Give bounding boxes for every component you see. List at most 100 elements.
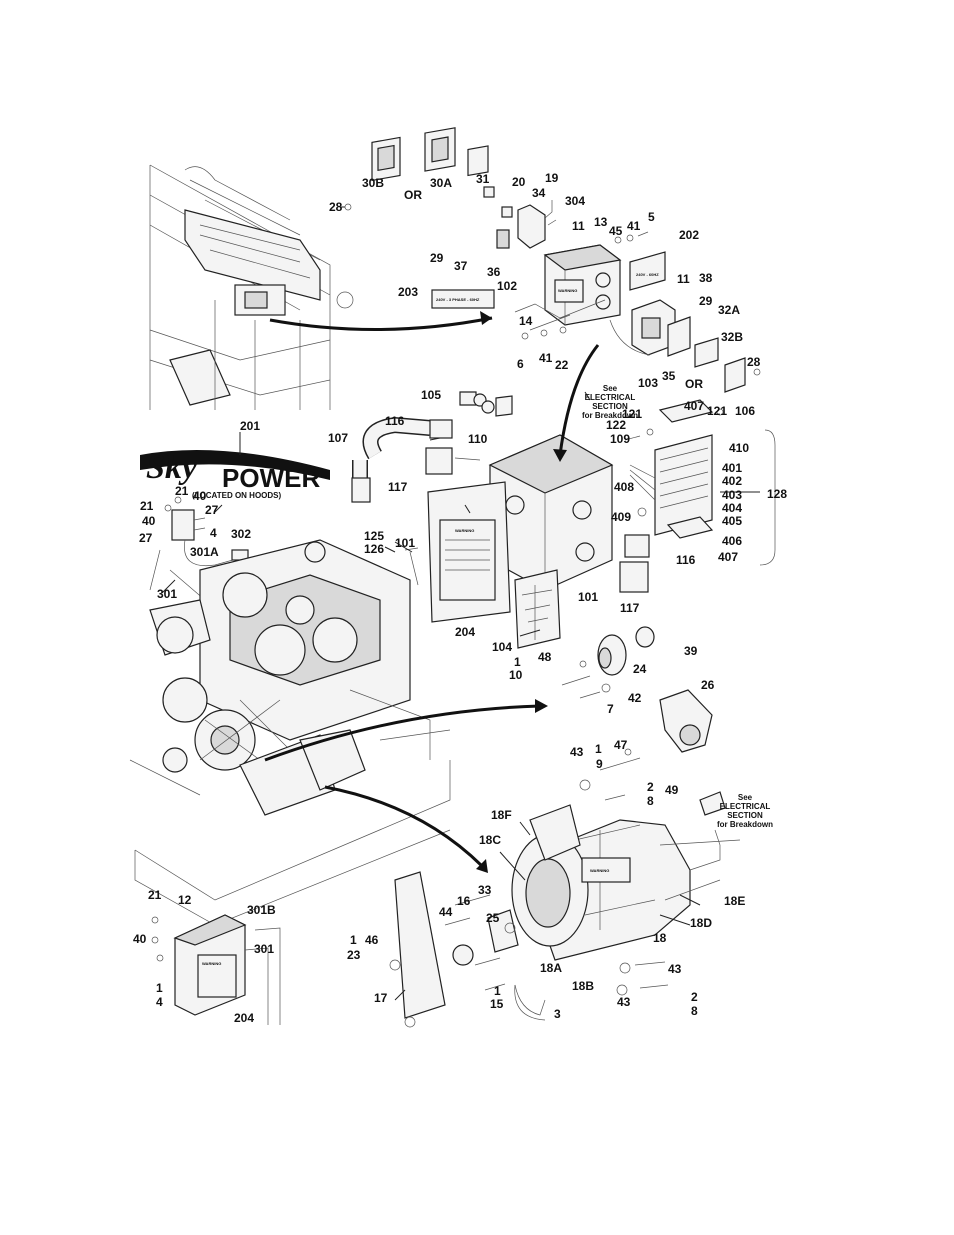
callout: 301 xyxy=(157,587,177,601)
callout: 23 xyxy=(347,948,361,962)
callout: 3 xyxy=(554,1007,561,1021)
callout: 101 xyxy=(395,536,415,550)
callout: 109 xyxy=(610,432,630,446)
callout: 21 xyxy=(148,888,162,902)
callout: 403 xyxy=(722,488,742,502)
callout: 40 xyxy=(193,489,207,503)
pulley-parts xyxy=(561,626,713,801)
callout: 407 xyxy=(684,399,704,413)
callout: 407 xyxy=(718,550,738,564)
callout: 14 xyxy=(519,314,533,328)
callout: 40 xyxy=(142,514,156,528)
svg-text:Sky: Sky xyxy=(146,449,198,486)
callout: 301 xyxy=(254,942,274,956)
callout: 4 xyxy=(210,526,217,540)
svg-text:See: See xyxy=(603,384,618,393)
junction-box-11-13: WARNING 240V - 60HZ xyxy=(514,231,761,393)
svg-text:240V - 3 PHASE - 60HZ: 240V - 3 PHASE - 60HZ xyxy=(436,297,480,302)
callout: 6 xyxy=(517,357,524,371)
callout: 27 xyxy=(205,503,219,517)
callout: 202 xyxy=(679,228,699,242)
switch-parts-top: 240V - 3 PHASE - 60HZ xyxy=(344,127,557,309)
callout: 128 xyxy=(767,487,787,501)
callout: 18A xyxy=(540,961,562,975)
callout: 104 xyxy=(492,640,512,654)
callout: 12 xyxy=(178,893,192,907)
callout: 1 xyxy=(156,981,163,995)
callout: 28 xyxy=(329,200,343,214)
callout: 204 xyxy=(234,1011,254,1025)
callout: 19 xyxy=(545,171,559,185)
leader-lines xyxy=(161,206,760,1001)
callout: 304 xyxy=(565,194,585,208)
callout: 107 xyxy=(328,431,348,445)
callout: 4 xyxy=(156,995,163,1009)
callout: 41 xyxy=(539,351,553,365)
svg-text:240V - 60HZ: 240V - 60HZ xyxy=(636,272,659,277)
callout: 302 xyxy=(231,527,251,541)
callout: 28 xyxy=(747,355,761,369)
callout: 204 xyxy=(455,625,475,639)
callout: 43 xyxy=(570,745,584,759)
svg-text:WARNING: WARNING xyxy=(202,961,221,966)
generator-18: WARNING xyxy=(389,791,741,1028)
svg-text:TM: TM xyxy=(321,474,327,479)
hoods-note: (LOCATED ON HOODS) xyxy=(192,491,282,500)
callout: 20 xyxy=(512,175,526,189)
terminal-block-128 xyxy=(624,399,776,566)
callout: 122 xyxy=(606,418,626,432)
conduit-107 xyxy=(351,416,650,593)
callout: 35 xyxy=(662,369,676,383)
callout: 43 xyxy=(668,962,682,976)
callout: 405 xyxy=(722,514,742,528)
callout: 43 xyxy=(617,995,631,1009)
callout: 37 xyxy=(454,259,468,273)
electrical-box-101: WARNING xyxy=(404,344,614,649)
callout: 406 xyxy=(722,534,742,548)
callout: 106 xyxy=(735,404,755,418)
callout: 408 xyxy=(614,480,634,494)
svg-text:for Breakdown: for Breakdown xyxy=(717,820,773,829)
callout: 1 xyxy=(494,984,501,998)
callout: 117 xyxy=(388,480,408,494)
callout: 16 xyxy=(457,894,471,908)
callout: 2 xyxy=(691,990,698,1004)
callout: 39 xyxy=(684,644,698,658)
callout: 17 xyxy=(374,991,388,1005)
callout: 30B xyxy=(362,176,384,190)
callout: 301B xyxy=(247,903,276,917)
callout: 41 xyxy=(627,219,641,233)
callout: 21 xyxy=(175,484,189,498)
callout: 33 xyxy=(478,883,492,897)
callout: 13 xyxy=(594,215,608,229)
callout: 31 xyxy=(476,172,490,186)
callout: 25 xyxy=(486,911,500,925)
svg-text:WARNING: WARNING xyxy=(558,288,577,293)
relay-4 xyxy=(149,496,249,601)
callout: 44 xyxy=(439,905,453,919)
callout: 18F xyxy=(491,808,512,822)
callout: 38 xyxy=(699,271,713,285)
callout: 102 xyxy=(497,279,517,293)
callout: 301A xyxy=(190,545,219,559)
callout: 401 xyxy=(722,461,742,475)
see-electrical-note-1: See ELECTRICAL SECTION for Breakdown xyxy=(582,384,638,420)
callout: 11 xyxy=(677,272,690,286)
callout: 32A xyxy=(718,303,740,317)
callout: 11 xyxy=(572,219,585,233)
callout: 26 xyxy=(701,678,715,692)
callout: OR xyxy=(685,377,703,391)
callout: 18B xyxy=(572,979,594,993)
skypower-logo: Sky POWER TM (LOCATED ON HOODS) xyxy=(140,449,330,500)
svg-text:SECTION: SECTION xyxy=(727,811,763,820)
callout: 27 xyxy=(139,531,153,545)
callout: 404 xyxy=(722,501,742,515)
callout: 9 xyxy=(596,757,603,771)
see-electrical-note-2: See ELECTRICAL SECTION for Breakdown xyxy=(717,793,773,829)
callout: 18C xyxy=(479,833,501,847)
callout: 203 xyxy=(398,285,418,299)
callout: 18E xyxy=(724,894,745,908)
callout: 49 xyxy=(665,783,679,797)
callout: 116 xyxy=(676,553,696,567)
